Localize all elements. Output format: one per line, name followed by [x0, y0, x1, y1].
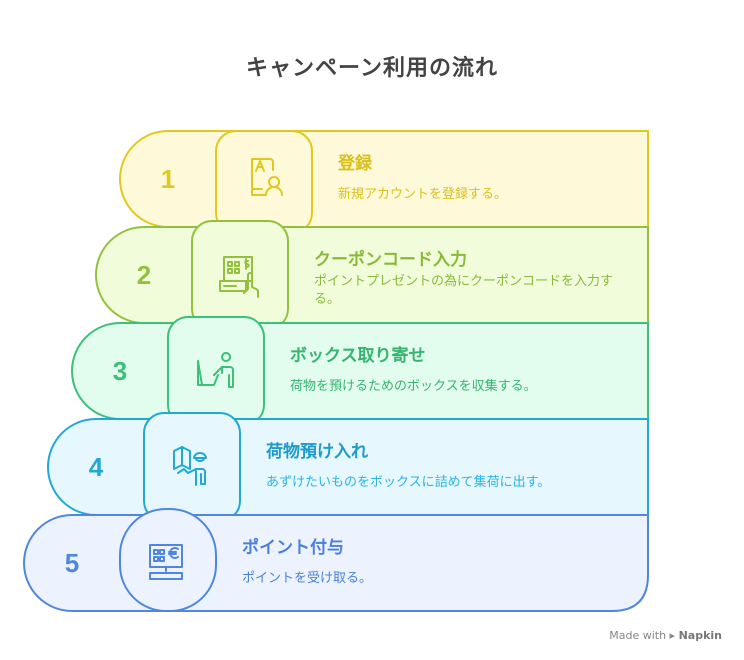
step-1-icon-column — [215, 130, 313, 234]
diagram-title: キャンペーン利用の流れ — [246, 56, 498, 81]
step-2-shape — [95, 220, 649, 330]
step-2-description: ポイントプレゼントの為にクーポンコードを入力する。 — [314, 274, 614, 307]
step-2-icon-column — [191, 220, 289, 330]
step-4-description: あずけたいものをボックスに詰めて集荷に出す。 — [266, 475, 551, 490]
step-4-title: 荷物預け入れ — [266, 442, 368, 462]
step-5-number: 5 — [64, 548, 80, 578]
step-2-title: クーポンコード入力 — [314, 250, 467, 270]
payment-terminal-icon — [219, 256, 259, 298]
step-4-number: 4 — [88, 452, 104, 482]
step-5-description: ポイントを受け取る。 — [242, 571, 373, 586]
credit-prefix: Made with — [609, 629, 667, 642]
step-3-icon-column — [167, 316, 265, 426]
point-terminal-icon — [149, 544, 183, 580]
step-1-background — [119, 130, 649, 228]
step-5-shape — [23, 508, 649, 612]
step-5-title: ポイント付与 — [242, 538, 344, 558]
step-4-background — [47, 418, 649, 516]
user-id-card-icon — [251, 158, 283, 196]
step-2-number: 2 — [136, 260, 152, 290]
step-3-background — [71, 322, 649, 420]
step-1-description: 新規アカウントを登録する。 — [338, 187, 508, 202]
step-3-shape — [71, 316, 649, 426]
person-box-icon — [197, 352, 234, 388]
step-3-description: 荷物を預けるためのボックスを収集する。 — [290, 379, 537, 394]
step-1-number: 1 — [160, 164, 176, 194]
made-with-credit: Made with ▸ Napkin — [609, 629, 722, 642]
step-1-shape — [119, 130, 649, 234]
step-3-number: 3 — [112, 356, 128, 386]
step-3-title: ボックス取り寄せ — [290, 346, 426, 366]
step-5-background — [23, 514, 649, 612]
step-5-icon-column — [119, 508, 217, 612]
step-1-title: 登録 — [338, 154, 372, 174]
step-4-icon-column — [143, 412, 241, 522]
step-4-shape — [47, 412, 649, 522]
credit-brand: Napkin — [678, 629, 722, 642]
delivery-person-icon — [173, 446, 207, 486]
